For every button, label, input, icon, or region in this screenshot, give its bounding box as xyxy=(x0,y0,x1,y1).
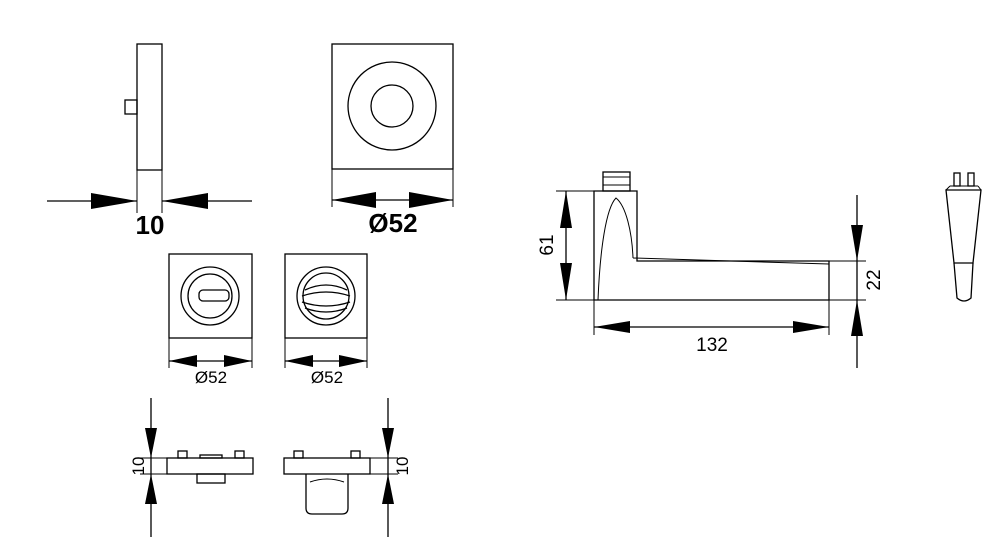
privacy-turn-diameter-label: Ø52 xyxy=(195,368,227,387)
privacy-turn-front-view: Ø52 xyxy=(168,253,253,387)
privacy-turn-thickness-label: 10 xyxy=(129,457,148,476)
privacy-turn-side-view: 10 xyxy=(129,398,254,537)
rosette-side-view: 10 xyxy=(47,43,252,240)
lever-handle-end-view xyxy=(945,172,982,302)
rosette-diameter-label: Ø52 xyxy=(368,208,417,238)
handle-grip-height-label: 22 xyxy=(864,269,885,290)
handle-length-label: 132 xyxy=(696,335,728,356)
privacy-release-front-view: Ø52 xyxy=(284,253,368,387)
privacy-release-side-view: 10 xyxy=(283,398,412,537)
lever-handle-view: 61 132 22 xyxy=(537,171,885,368)
rosette-front-view: Ø52 xyxy=(331,43,454,238)
privacy-release-diameter-label: Ø52 xyxy=(311,368,343,387)
privacy-release-thickness-label: 10 xyxy=(393,457,412,476)
handle-height-label: 61 xyxy=(537,234,558,255)
rosette-thickness-label: 10 xyxy=(136,210,165,240)
